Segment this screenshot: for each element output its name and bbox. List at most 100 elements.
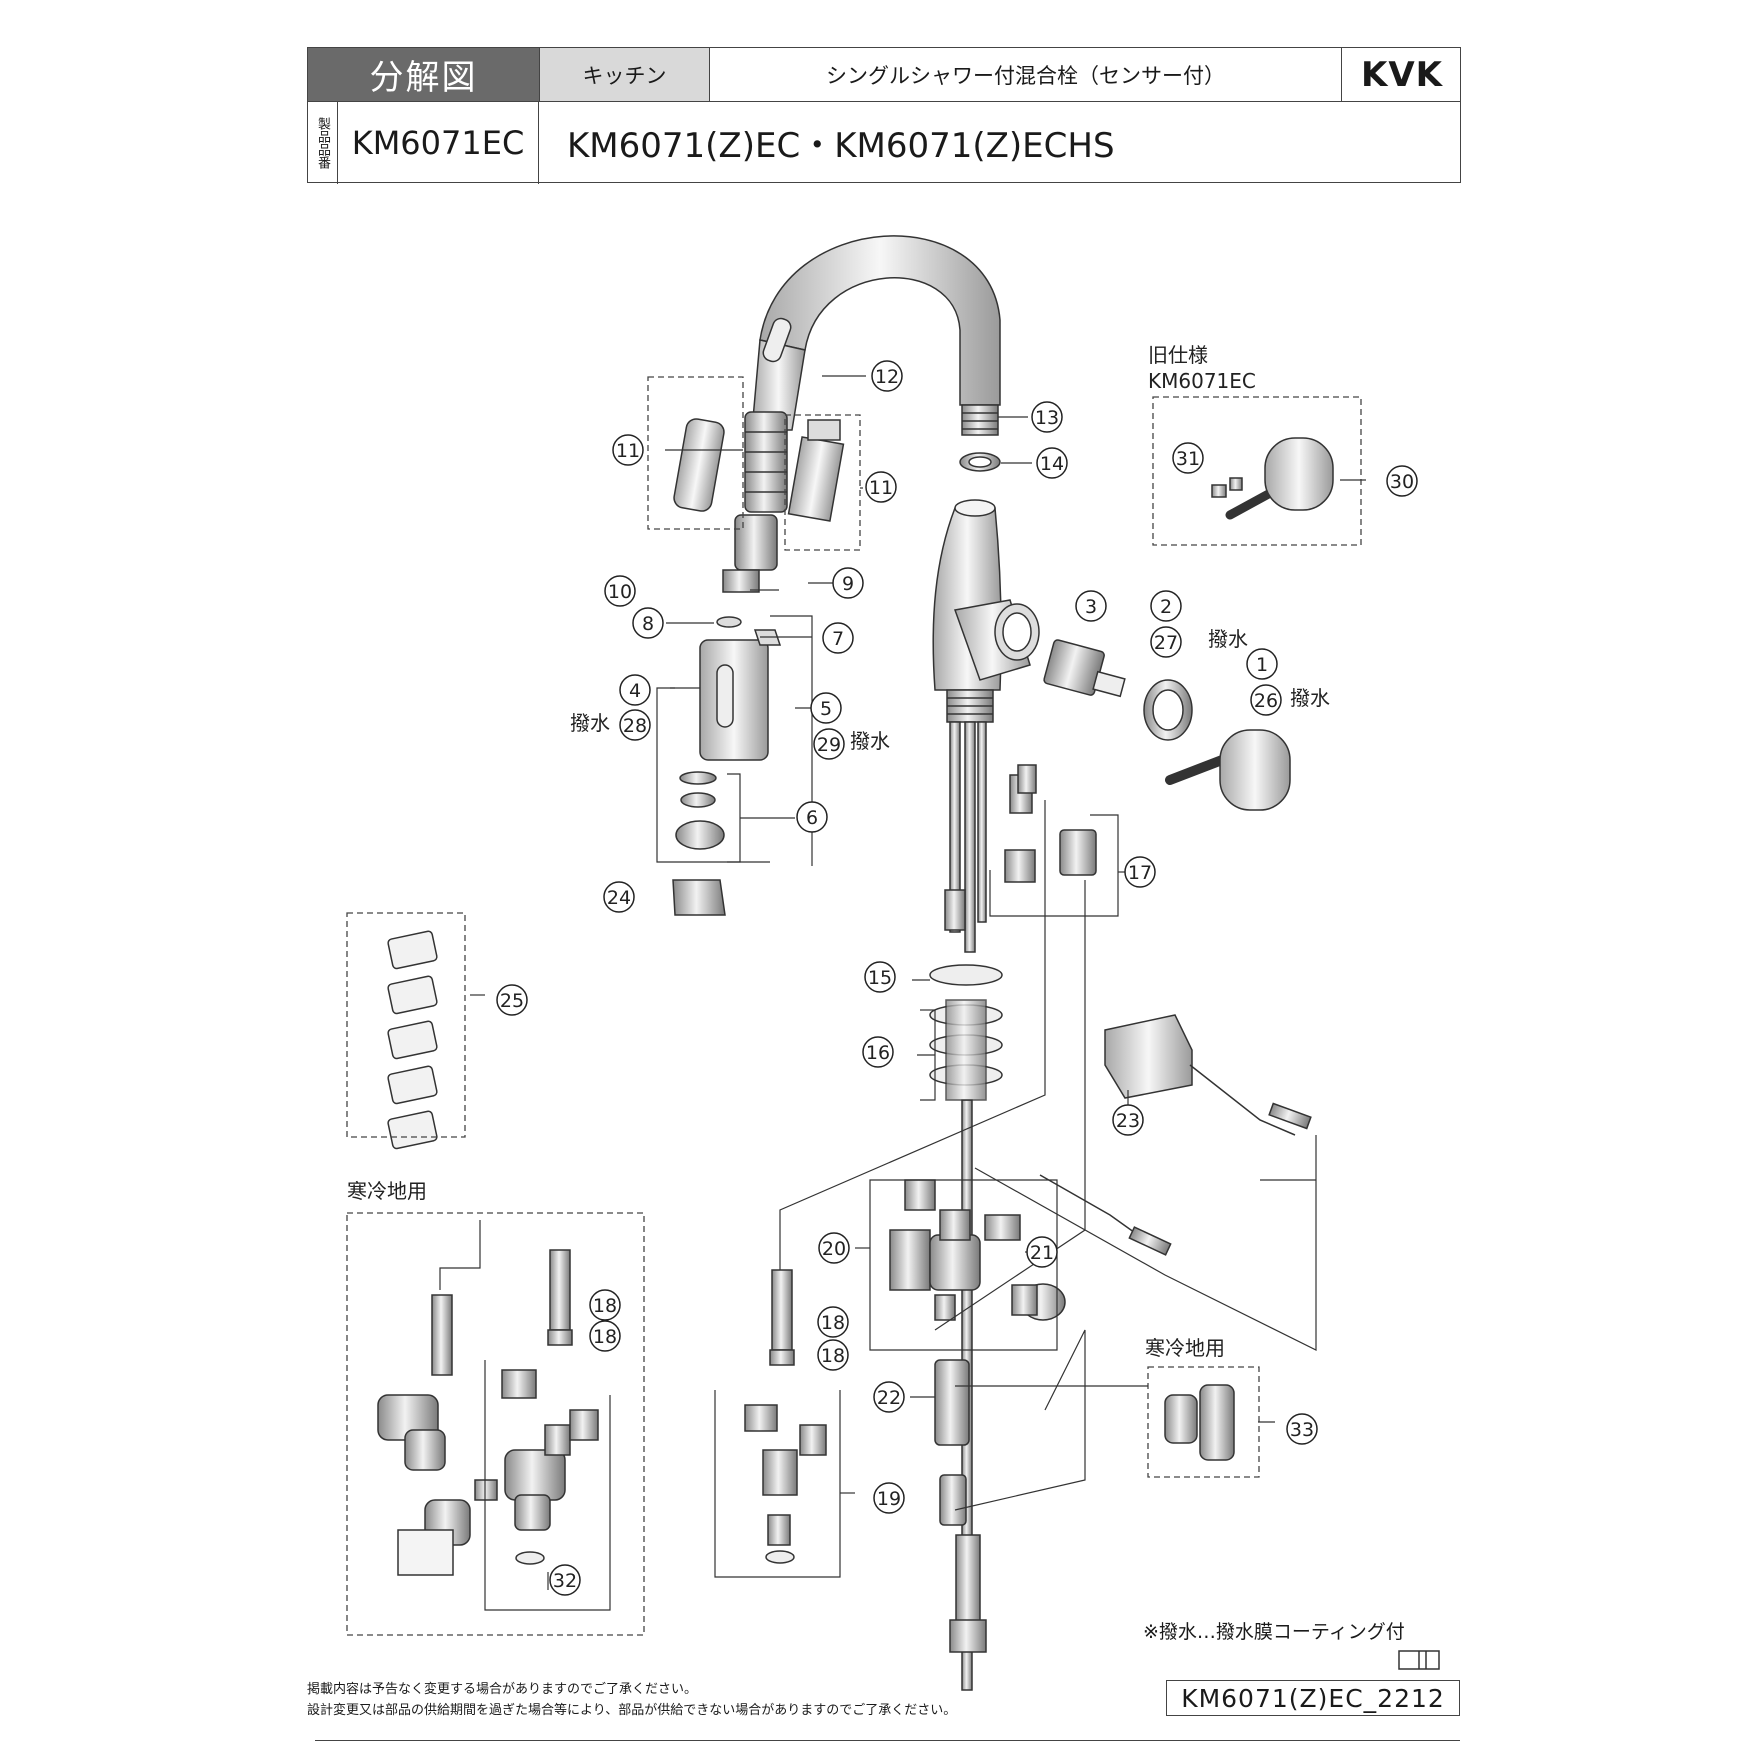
callout-number-27: 27 [1154,632,1178,654]
valve-fittings [377,1369,1235,1576]
callout-number-9: 9 [842,573,854,595]
callout-circle-19 [873,1482,905,1514]
callout-circle-14 [1036,447,1068,479]
category-label: キッチン [539,48,709,101]
callout-number-30: 30 [1390,471,1414,493]
callout-circle-2 [1150,590,1182,622]
callout-number-20: 20 [822,1238,846,1260]
aerator-13 [961,404,999,436]
callout-number-5: 5 [820,698,832,720]
callout-number-8: 8 [642,613,654,635]
doc-title: 分解図 [308,48,539,101]
callout-circle-25 [496,984,528,1016]
callout-circle-26 [1250,684,1282,716]
callout-circle-13 [1031,401,1063,433]
callout-number-14: 14 [1040,453,1064,475]
disclaimer-line-2: 設計変更又は部品の供給期間を過ぎた場合等により、部品が供給できない場合があります… [307,1703,957,1718]
callout-number-16: 16 [866,1042,890,1064]
callout-circle-11 [612,434,644,466]
callout-number-26: 26 [1254,690,1278,712]
callout-circle-23 [1112,1104,1144,1136]
supply-hoses [431,1249,987,1653]
cartridge-3 [1043,639,1126,698]
callout-number-1: 1 [1256,654,1268,676]
callout-number-22: 22 [877,1387,901,1409]
callout-number-19: 19 [877,1488,901,1510]
callout-number-11: 11 [616,440,640,462]
document-code: KM6071(Z)EC_2212 [1166,1680,1460,1716]
callout-circle-20 [818,1232,850,1264]
old-spec-label: 旧仕様 [1148,343,1208,367]
filter-21 [1011,1283,1066,1321]
callout-number-11: 11 [869,477,893,499]
callout-number-32: 32 [553,1570,577,1592]
callout-number-10: 10 [608,581,632,603]
callout-circle-3 [1075,590,1107,622]
footer-rule [315,1740,1460,1741]
disclaimer-line-1: 掲載内容は予告なく変更する場合がありますのでご了承ください。 [307,1682,698,1697]
shower-head-parts [672,411,845,916]
callout-number-2: 2 [1160,596,1172,618]
callout-number-29: 29 [817,734,841,756]
water-repellent-27: 撥水 [1208,627,1248,651]
callout-number-3: 3 [1085,596,1097,618]
lever-handle-26 [1165,729,1291,811]
callout-circle-10 [604,575,636,607]
callout-circle-9 [832,567,864,599]
callout-circle-29 [813,728,845,760]
callout-circle-24 [603,881,635,913]
callout-circle-17 [1124,856,1156,888]
text-labels: 旧仕様 KM6071EC 寒冷地用 寒冷地用 撥水 撥水 撥水 撥水 [347,343,1330,1360]
callout-number-21: 21 [1030,1242,1054,1264]
callout-circle-21 [1026,1236,1058,1268]
cold-region-label: 寒冷地用 [347,1179,427,1203]
callout-circle-22 [873,1381,905,1413]
callout-number-12: 12 [875,366,899,388]
callout-circle-18 [817,1339,849,1371]
leader-lines [439,375,1366,1611]
brand-logo: KVK [1341,48,1462,101]
callout-number-18: 18 [821,1312,845,1334]
callout-number-13: 13 [1035,407,1059,429]
callout-number-31: 31 [1176,448,1200,470]
callout-circle-16 [862,1036,894,1068]
callout-circle-28 [619,709,651,741]
labels-25 [387,930,438,1150]
callout-number-18: 18 [593,1326,617,1348]
callout-number-15: 15 [868,967,892,989]
callout-number-6: 6 [806,807,818,829]
callout-circle-1 [1246,648,1278,680]
connector-22 [934,1359,970,1526]
faucet-body [932,499,1040,723]
callout-circle-5 [810,692,842,724]
callout-circle-7 [822,622,854,654]
callout-circle-4 [619,674,651,706]
callout-circle-30 [1386,465,1418,497]
nut-27 [1143,679,1193,741]
model-numbers: KM6071(Z)EC・KM6071(Z)ECHS [567,126,1115,166]
callout-circle-27 [1150,626,1182,658]
callout-number-17: 17 [1128,862,1152,884]
ring-14 [959,452,1001,472]
sensor-box-23 [1039,1014,1312,1256]
water-repellent-28: 撥水 [570,711,610,735]
product-number-label: 製品品番 [308,101,338,184]
callout-circle-18 [589,1320,621,1352]
header-table: 分解図 キッチン シングルシャワー付混合栓（センサー付） KVK 製品品番 KM… [307,47,1462,184]
product-description: シングルシャワー付混合栓（センサー付） [709,48,1341,101]
clips-17 [1004,764,1097,883]
water-repellent-26: 撥水 [1290,686,1330,710]
faucet-spout [751,235,1001,431]
rings-15-16 [929,964,1003,1101]
callout-circle-12 [871,360,903,392]
group-boxes [346,376,1362,1636]
callout-circle-8 [632,607,664,639]
callout-number-25: 25 [500,990,524,1012]
footer-note: ※撥水…撥水膜コーティング付 [1143,1621,1405,1643]
callout-circle-32 [549,1564,581,1596]
callout-circle-18 [589,1289,621,1321]
old-spec-handle-30 [1211,437,1334,520]
callout-number-23: 23 [1116,1110,1140,1132]
